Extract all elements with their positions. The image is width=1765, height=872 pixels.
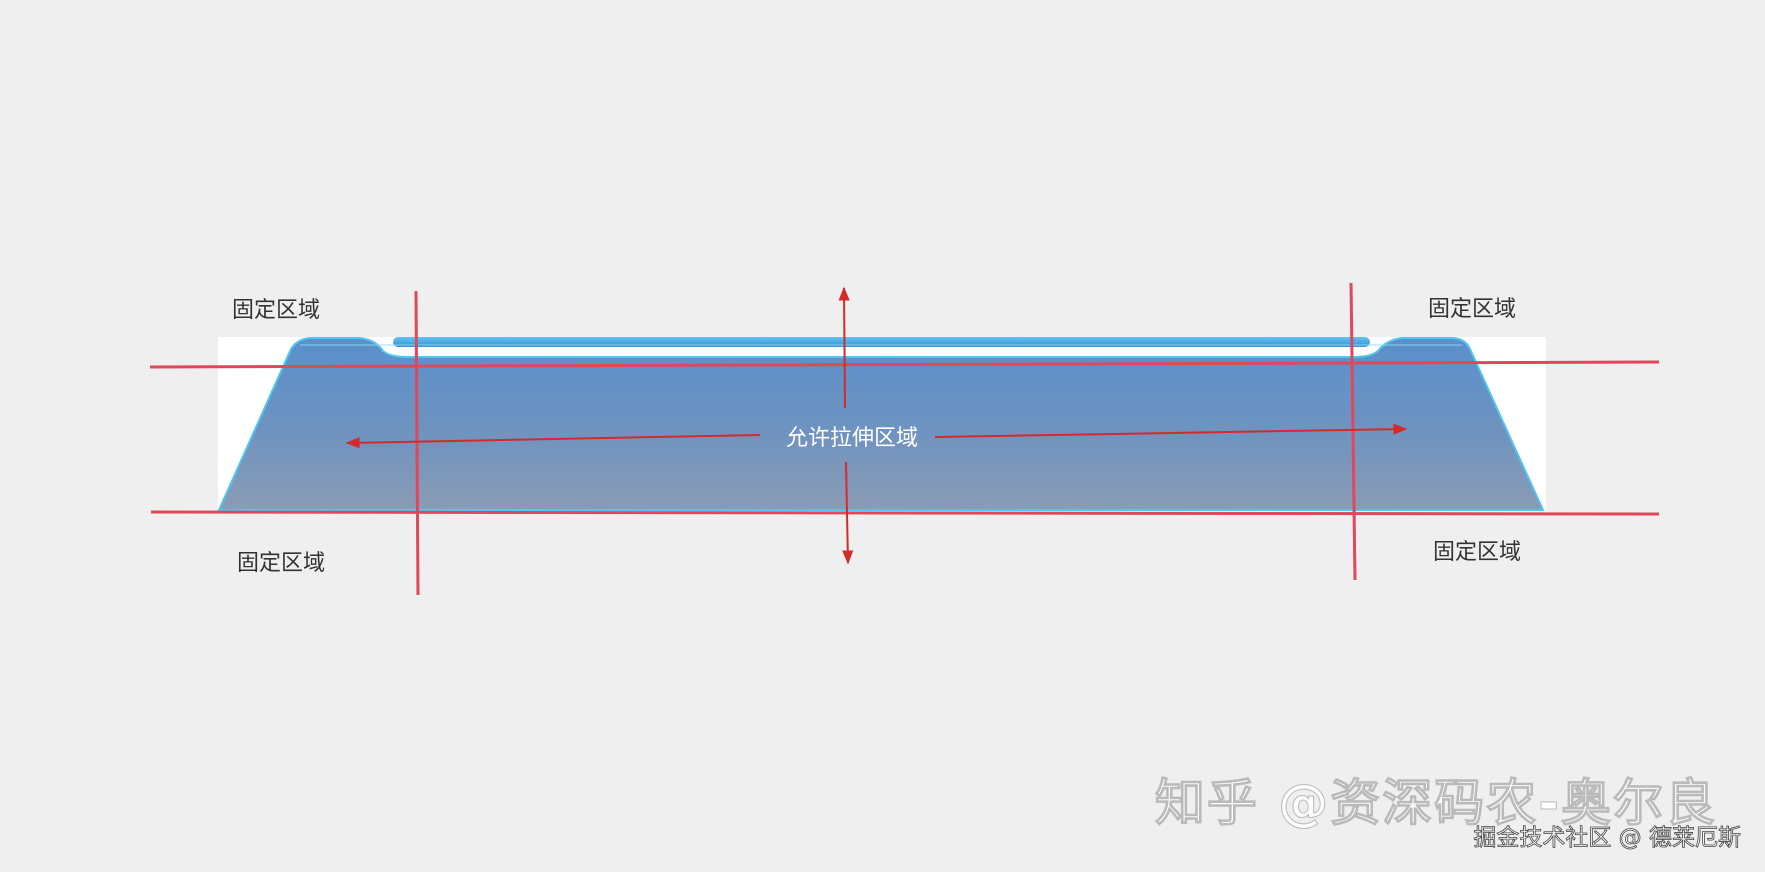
label-fixed-top-right: 固定区域 [1428, 297, 1516, 322]
guide-line-left [414, 290, 420, 596]
label-fixed-top-left: 固定区域 [232, 298, 320, 323]
arrow-down [842, 461, 854, 565]
label-fixed-bottom-right: 固定区域 [1433, 540, 1521, 565]
watermark-juejin: 掘金技术社区 @ 德莱厄斯 [1473, 825, 1741, 851]
watermark-zhihu: 知乎 @资深码农-奥尔良 [1155, 774, 1717, 832]
arrow-left [345, 434, 761, 449]
guide-line-top [149, 360, 1660, 369]
guide-line-bottom [150, 510, 1660, 516]
label-fixed-bottom-left: 固定区域 [237, 551, 325, 576]
arrow-up [838, 286, 850, 409]
label-stretch-center: 允许拉伸区域 [786, 426, 918, 451]
guide-line-right [1349, 282, 1357, 581]
arrow-right [934, 423, 1408, 438]
